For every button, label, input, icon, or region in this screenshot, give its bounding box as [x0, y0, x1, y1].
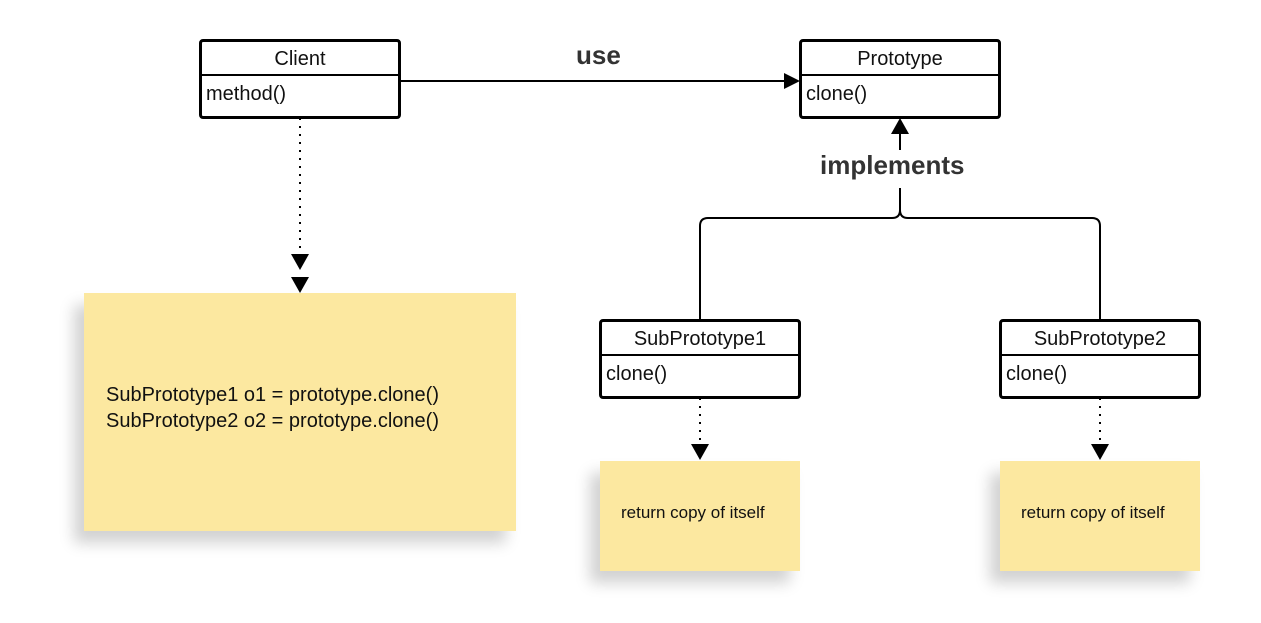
implements-bracket: [699, 188, 1101, 320]
client-dependency-head-1: [291, 254, 309, 270]
subprototype1-note-text: return copy of itself: [621, 503, 765, 522]
subprototype2-note-text: return copy of itself: [1021, 503, 1165, 522]
client-dependency-head-2: [291, 277, 309, 293]
sub1-dependency-head: [691, 444, 709, 460]
subprototype2-note[interactable]: return copy of itself: [1000, 461, 1200, 571]
subprototype1-class-method: clone(): [606, 363, 668, 385]
subprototype2-class[interactable]: SubPrototype2 clone(): [999, 319, 1201, 399]
prototype-class-name: Prototype: [802, 42, 998, 76]
subprototype2-class-method: clone(): [1006, 363, 1068, 385]
use-arrow-head: [784, 73, 800, 89]
implements-arrow-head: [891, 118, 909, 134]
subprototype2-class-name: SubPrototype2: [1002, 322, 1198, 356]
client-code-line-1: SubPrototype1 o1 = prototype.clone(): [106, 384, 439, 406]
client-class[interactable]: Client method(): [199, 39, 401, 119]
client-class-name: Client: [202, 42, 398, 76]
prototype-class-method: clone(): [806, 83, 868, 105]
subprototype1-class[interactable]: SubPrototype1 clone(): [599, 319, 801, 399]
subprototype1-class-name: SubPrototype1: [602, 322, 798, 356]
client-code-line-2: SubPrototype2 o2 = prototype.clone(): [106, 410, 439, 432]
client-code-note[interactable]: SubPrototype1 o1 = prototype.clone() Sub…: [84, 293, 516, 531]
client-class-method: method(): [206, 83, 287, 105]
implements-label: implements: [820, 150, 965, 180]
sub2-dependency-head: [1091, 444, 1109, 460]
subprototype1-note[interactable]: return copy of itself: [600, 461, 800, 571]
prototype-class[interactable]: Prototype clone(): [799, 39, 1001, 119]
use-label: use: [576, 40, 621, 70]
